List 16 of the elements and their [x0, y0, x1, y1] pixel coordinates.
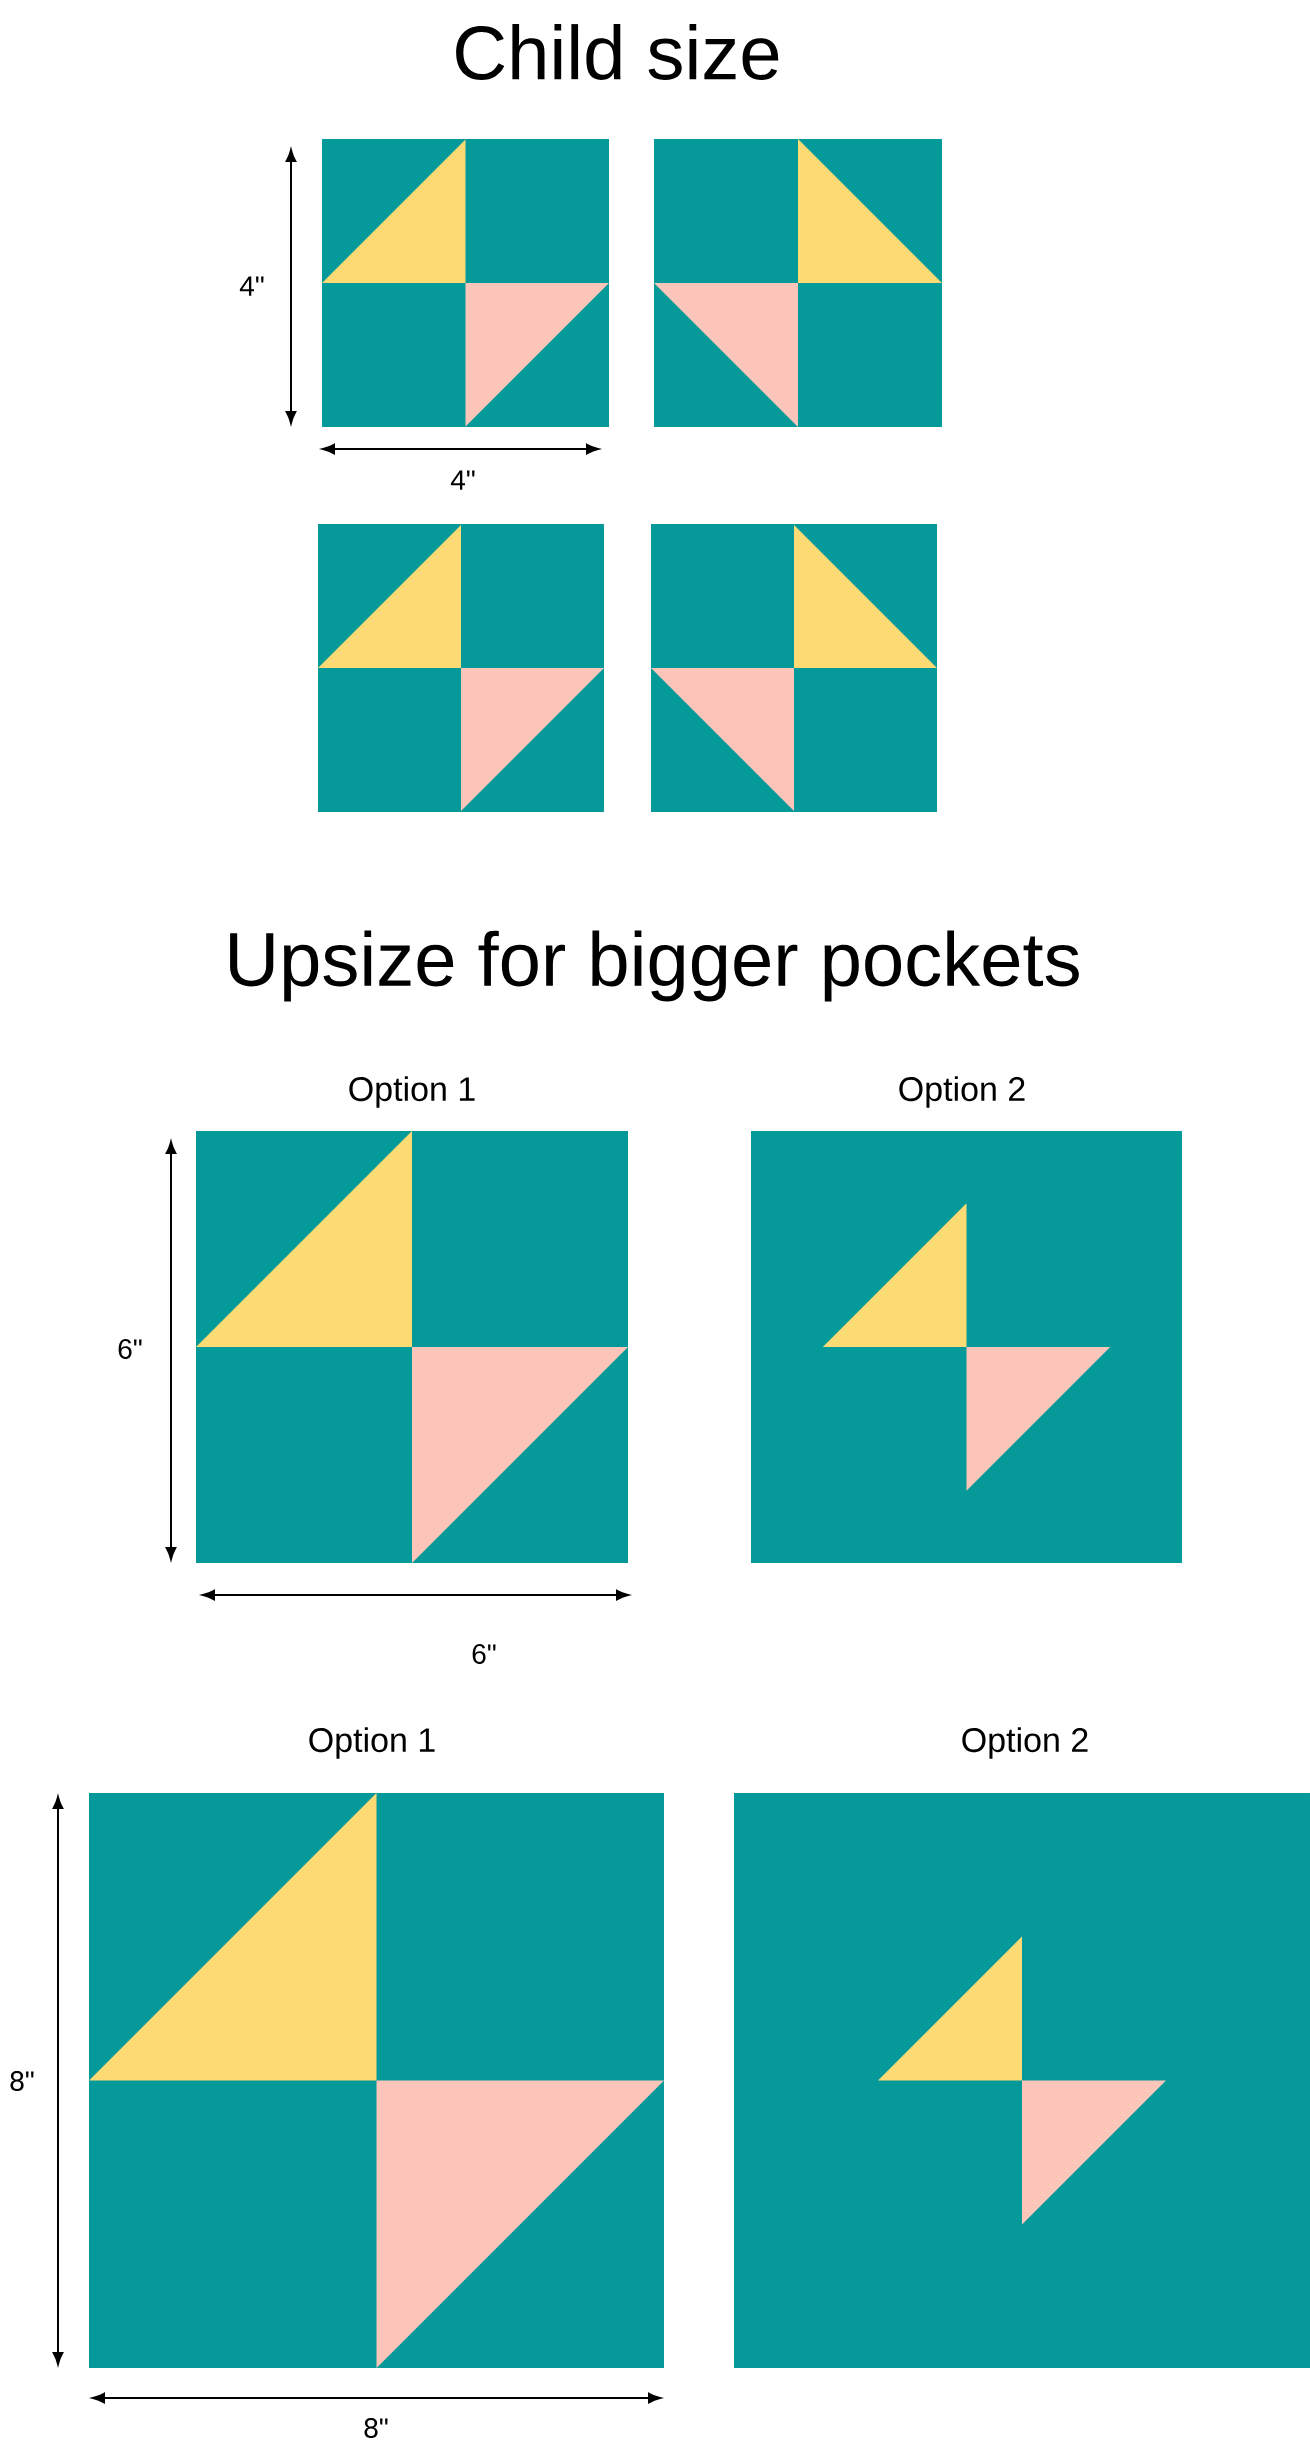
dimension-label: 8" — [10, 2071, 34, 2091]
dimension-label: 4" — [450, 470, 475, 490]
quilt-block — [322, 139, 609, 427]
quilt-block — [651, 524, 937, 812]
dimension-label: 6" — [472, 1644, 496, 1664]
dimension-label: 6" — [118, 1339, 142, 1359]
title: Child size — [456, 24, 779, 80]
block-heading: Option 2 — [962, 1727, 1088, 1759]
block-heading: Option 2 — [899, 1076, 1025, 1108]
quilt-block — [318, 524, 604, 812]
dimension-label: 8" — [364, 2418, 388, 2438]
block-heading: Option 1 — [309, 1727, 435, 1759]
block-heading: Option 1 — [349, 1076, 475, 1108]
section-heading: Upsize for bigger pockets — [230, 930, 1079, 1002]
quilt-block — [654, 139, 942, 427]
dimension-label: 4" — [239, 276, 264, 296]
